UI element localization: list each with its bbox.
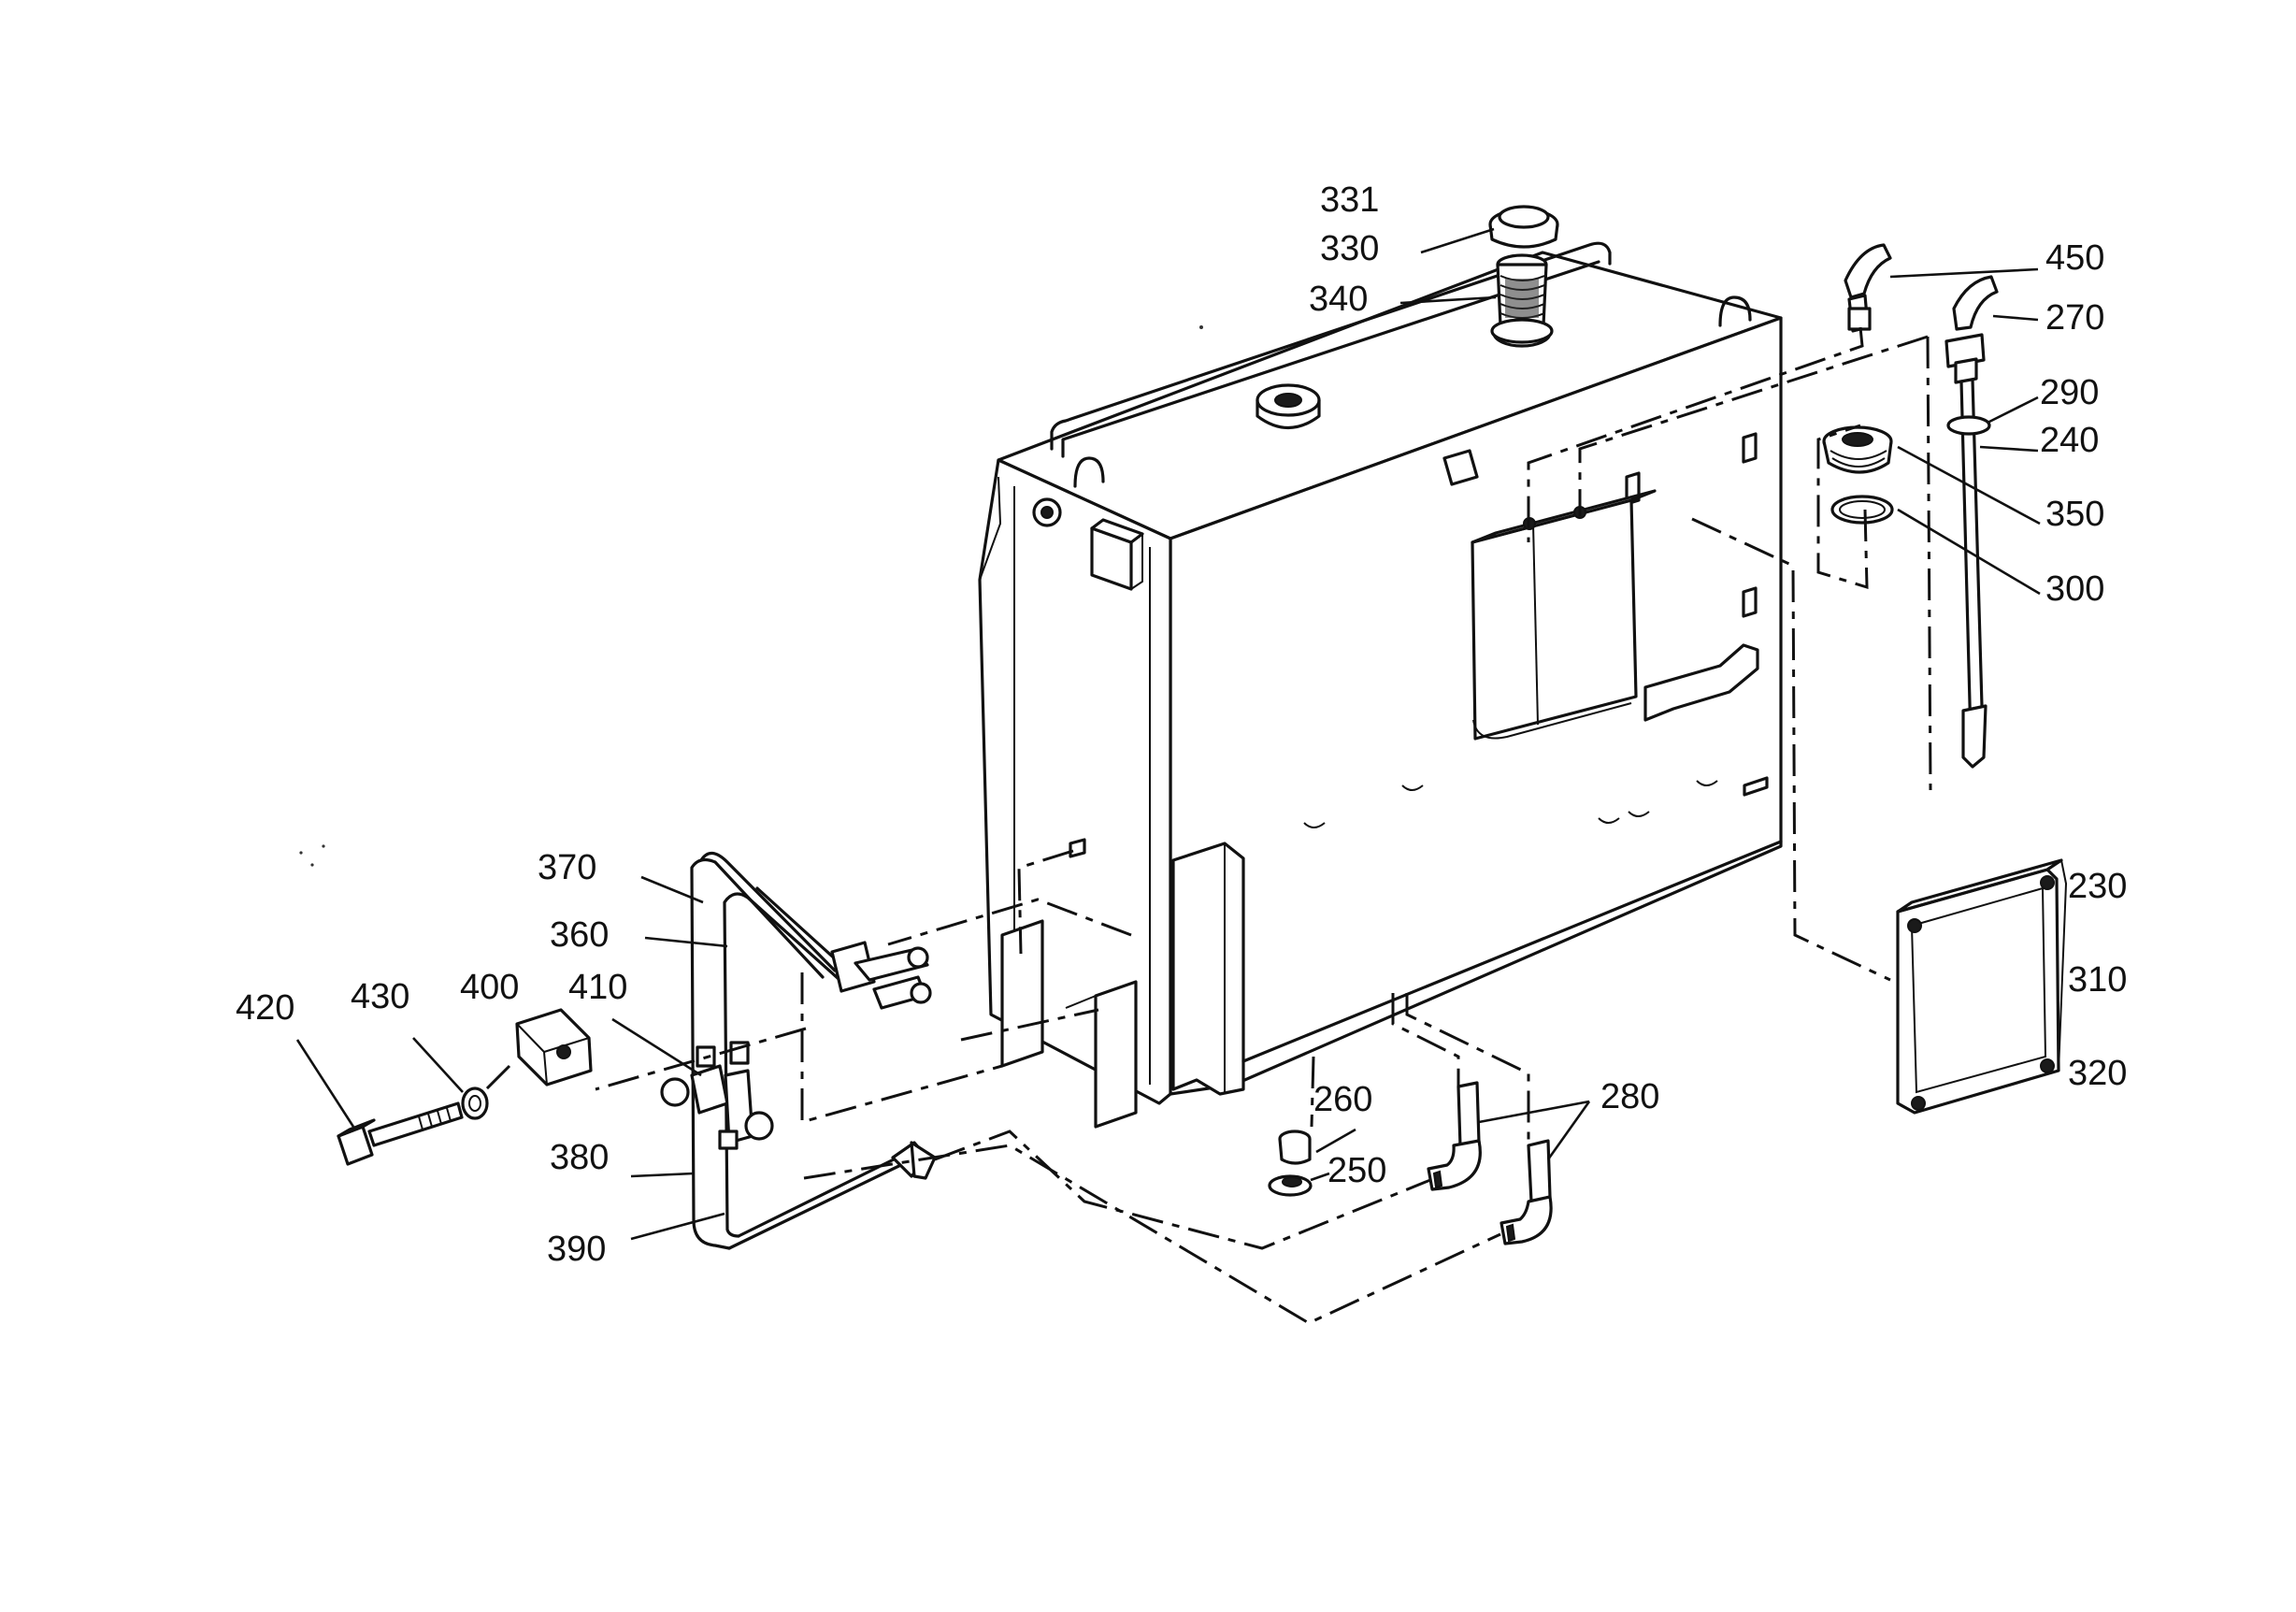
seal-250 bbox=[1268, 1174, 1313, 1197]
assembly-lines bbox=[480, 326, 1932, 1325]
cover-plate-230 bbox=[1896, 858, 2068, 1115]
label-360: 360 bbox=[550, 915, 609, 955]
scan-specks bbox=[299, 325, 1203, 867]
label-350: 350 bbox=[2045, 495, 2104, 534]
dipstick-270 bbox=[1944, 275, 1999, 769]
pipe-assembly bbox=[660, 851, 937, 1250]
label-310: 310 bbox=[2068, 960, 2127, 1000]
label-240: 240 bbox=[2040, 421, 2099, 460]
label-410: 410 bbox=[568, 968, 627, 1007]
label-380: 380 bbox=[550, 1138, 609, 1177]
label-400: 400 bbox=[460, 968, 519, 1007]
label-330: 330 bbox=[1320, 229, 1379, 268]
seal-ring-300 bbox=[1830, 495, 1894, 525]
bolt-420 bbox=[337, 1101, 464, 1166]
plug-260 bbox=[1278, 1130, 1312, 1165]
clamp-block-400 bbox=[515, 1008, 593, 1087]
label-320: 320 bbox=[2068, 1054, 2127, 1093]
label-420: 420 bbox=[236, 988, 294, 1028]
leader-lines bbox=[295, 227, 2041, 1241]
breather-plug-350 bbox=[1822, 425, 1893, 474]
label-390: 390 bbox=[547, 1230, 606, 1269]
elbow-fitting-450 bbox=[1844, 243, 1892, 333]
label-230: 230 bbox=[2068, 867, 2127, 906]
label-370: 370 bbox=[538, 848, 596, 887]
elbow-280-b bbox=[1500, 1139, 1553, 1245]
elbow-280-a bbox=[1427, 1081, 1482, 1191]
label-300: 300 bbox=[2045, 569, 2104, 609]
label-331: 331 bbox=[1320, 180, 1379, 220]
hydraulic-tank bbox=[978, 241, 1783, 1129]
filler-cap-assembly bbox=[1488, 205, 1559, 344]
callout-labels: 331 330 340 450 270 290 240 350 300 230 … bbox=[236, 180, 2127, 1269]
label-450: 450 bbox=[2045, 238, 2104, 278]
washer-430 bbox=[461, 1087, 489, 1120]
label-290: 290 bbox=[2040, 373, 2099, 412]
label-260: 260 bbox=[1313, 1080, 1372, 1119]
label-250: 250 bbox=[1327, 1151, 1386, 1190]
label-280: 280 bbox=[1600, 1077, 1659, 1116]
label-340: 340 bbox=[1309, 280, 1368, 319]
label-430: 430 bbox=[351, 977, 409, 1016]
label-270: 270 bbox=[2045, 298, 2104, 338]
